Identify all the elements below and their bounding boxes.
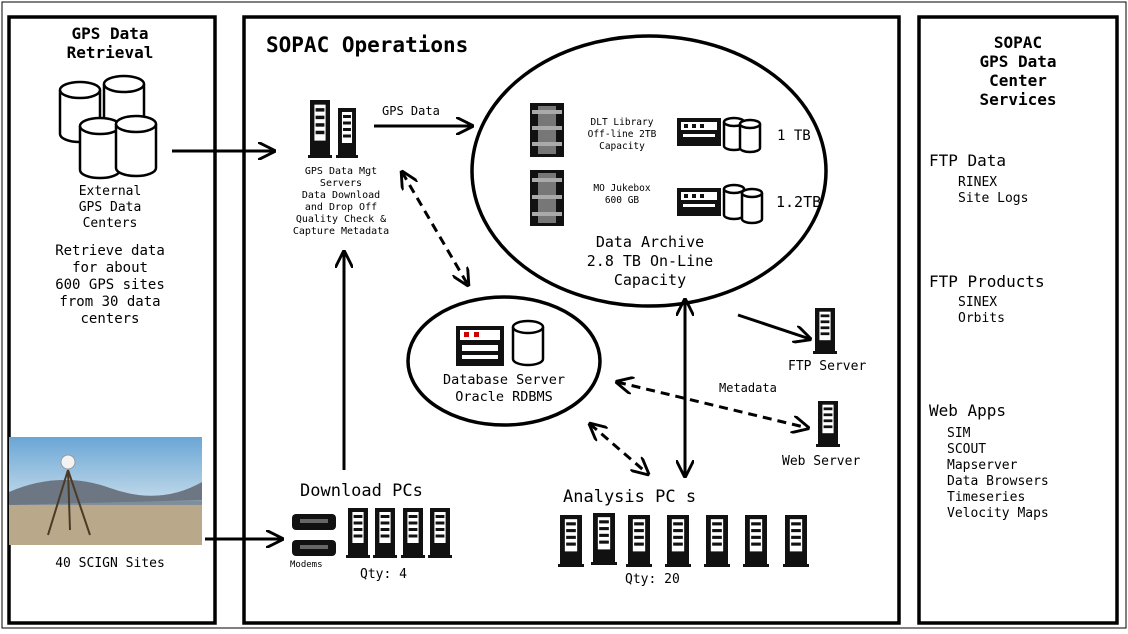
download-pc-icon: [346, 508, 370, 558]
dlt-library-line1: DLT Library: [590, 117, 654, 128]
dlt-library-line3: Capacity: [599, 141, 645, 152]
archive-line2: 2.8 TB On-Line: [586, 252, 714, 270]
mo-jukebox-line1: MO Jukebox: [593, 183, 651, 194]
archive-line3: Capacity: [613, 271, 687, 289]
analysis-pc-icon: [743, 515, 769, 567]
left-panel: [7, 15, 217, 625]
retrieve-line1: Retrieve data: [55, 243, 165, 259]
mo-disk-icon: [722, 183, 764, 225]
web-server-label: Web Server: [782, 454, 861, 469]
web-app-item: Velocity Maps: [947, 506, 1049, 521]
database-line2: Oracle RDBMS: [455, 389, 553, 405]
mgt-server-icon: [308, 100, 332, 158]
analysis-qty: Qty: 20: [625, 572, 680, 587]
retrieve-line3: 600 GPS sites: [55, 277, 165, 293]
center-title: SOPAC Operations: [266, 33, 469, 57]
right-title-line3: Center: [989, 71, 1047, 90]
center-panel: [242, 15, 901, 625]
mgt-servers-line2: Servers: [319, 178, 363, 189]
right-title-line1: SOPAC: [993, 33, 1043, 52]
right-panel: [917, 15, 1119, 625]
retrieve-line5: centers: [80, 311, 140, 327]
analysis-pc-icon: [591, 513, 617, 565]
database-disk-icon: [511, 319, 545, 367]
download-pc-icon: [401, 508, 425, 558]
web-app-item: SIM: [947, 426, 971, 441]
ftp-data-item: RINEX: [958, 175, 998, 190]
download-pcs-label: Download PCs: [300, 481, 423, 501]
dlt-rack-icon: [677, 118, 721, 146]
ftp-products-item: SINEX: [958, 295, 998, 310]
modems-label: Modems: [290, 560, 323, 570]
mgt-servers-line3: Data Download: [301, 190, 381, 201]
analysis-pc-icon: [704, 515, 730, 567]
mgt-servers-line5: Quality Check &: [295, 214, 387, 225]
dlt-size: 1 TB: [777, 128, 811, 144]
web-app-item: SCOUT: [947, 442, 987, 457]
scign-label: 40 SCIGN Sites: [55, 556, 165, 571]
ftp-server-icon: [813, 308, 837, 354]
modem-icon: [292, 514, 336, 556]
archive-line1: Data Archive: [595, 233, 705, 251]
mgt-servers-line4: and Drop Off: [304, 202, 378, 213]
mo-jukebox-line2: 600 GB: [604, 195, 640, 206]
mo-rack-icon: [677, 188, 721, 216]
analysis-pc-icon: [783, 515, 809, 567]
gps-data-label: GPS Data: [382, 104, 440, 118]
web-apps-title: Web Apps: [929, 401, 1007, 420]
left-title-line2: Retrieval: [66, 43, 154, 62]
scign-site-photo: [9, 437, 202, 545]
ftp-products-title: FTP Products: [929, 272, 1045, 291]
mo-size: 1.2TB: [776, 193, 822, 211]
data-archive-ellipse: [470, 34, 828, 308]
web-server-icon: [816, 401, 840, 447]
dlt-library-icon: [530, 103, 564, 157]
ftp-data-item: Site Logs: [958, 191, 1029, 206]
ftp-server-label: FTP Server: [788, 359, 867, 374]
external-centers-line2: GPS Data: [78, 200, 142, 215]
database-rack-icon: [456, 326, 504, 366]
download-pc-icon: [428, 508, 452, 558]
web-app-item: Data Browsers: [947, 474, 1049, 489]
mgt-server-icon: [336, 108, 358, 158]
analysis-pc-icon: [665, 515, 691, 567]
web-app-item: Timeseries: [947, 490, 1026, 505]
metadata-label: Metadata: [719, 381, 777, 395]
mgt-servers-line6: Capture Metadata: [292, 226, 390, 237]
external-databases-icon: [58, 74, 158, 180]
web-app-item: Mapserver: [947, 458, 1018, 473]
ftp-products-item: Orbits: [958, 311, 1005, 326]
mo-jukebox-icon: [530, 170, 564, 226]
retrieve-line2: for about: [72, 260, 148, 276]
analysis-pc-icon: [626, 515, 652, 567]
download-pc-icon: [373, 508, 397, 558]
external-centers-line1: External: [78, 184, 142, 199]
left-title-line1: GPS Data: [71, 24, 149, 43]
analysis-pc-icon: [558, 515, 584, 567]
external-centers-line3: Centers: [82, 216, 138, 231]
right-title-line2: GPS Data: [979, 52, 1057, 71]
download-qty: Qty: 4: [360, 567, 407, 582]
ftp-data-title: FTP Data: [929, 151, 1007, 170]
mgt-servers-line1: GPS Data Mgt: [304, 166, 378, 177]
database-line1: Database Server: [443, 372, 565, 388]
right-title-line4: Services: [979, 90, 1057, 109]
retrieve-line4: from 30 data: [59, 294, 161, 310]
dlt-disk-icon: [722, 116, 762, 154]
dlt-library-line2: Off-line 2TB: [587, 129, 657, 140]
analysis-pcs-label: Analysis PC s: [563, 487, 697, 507]
